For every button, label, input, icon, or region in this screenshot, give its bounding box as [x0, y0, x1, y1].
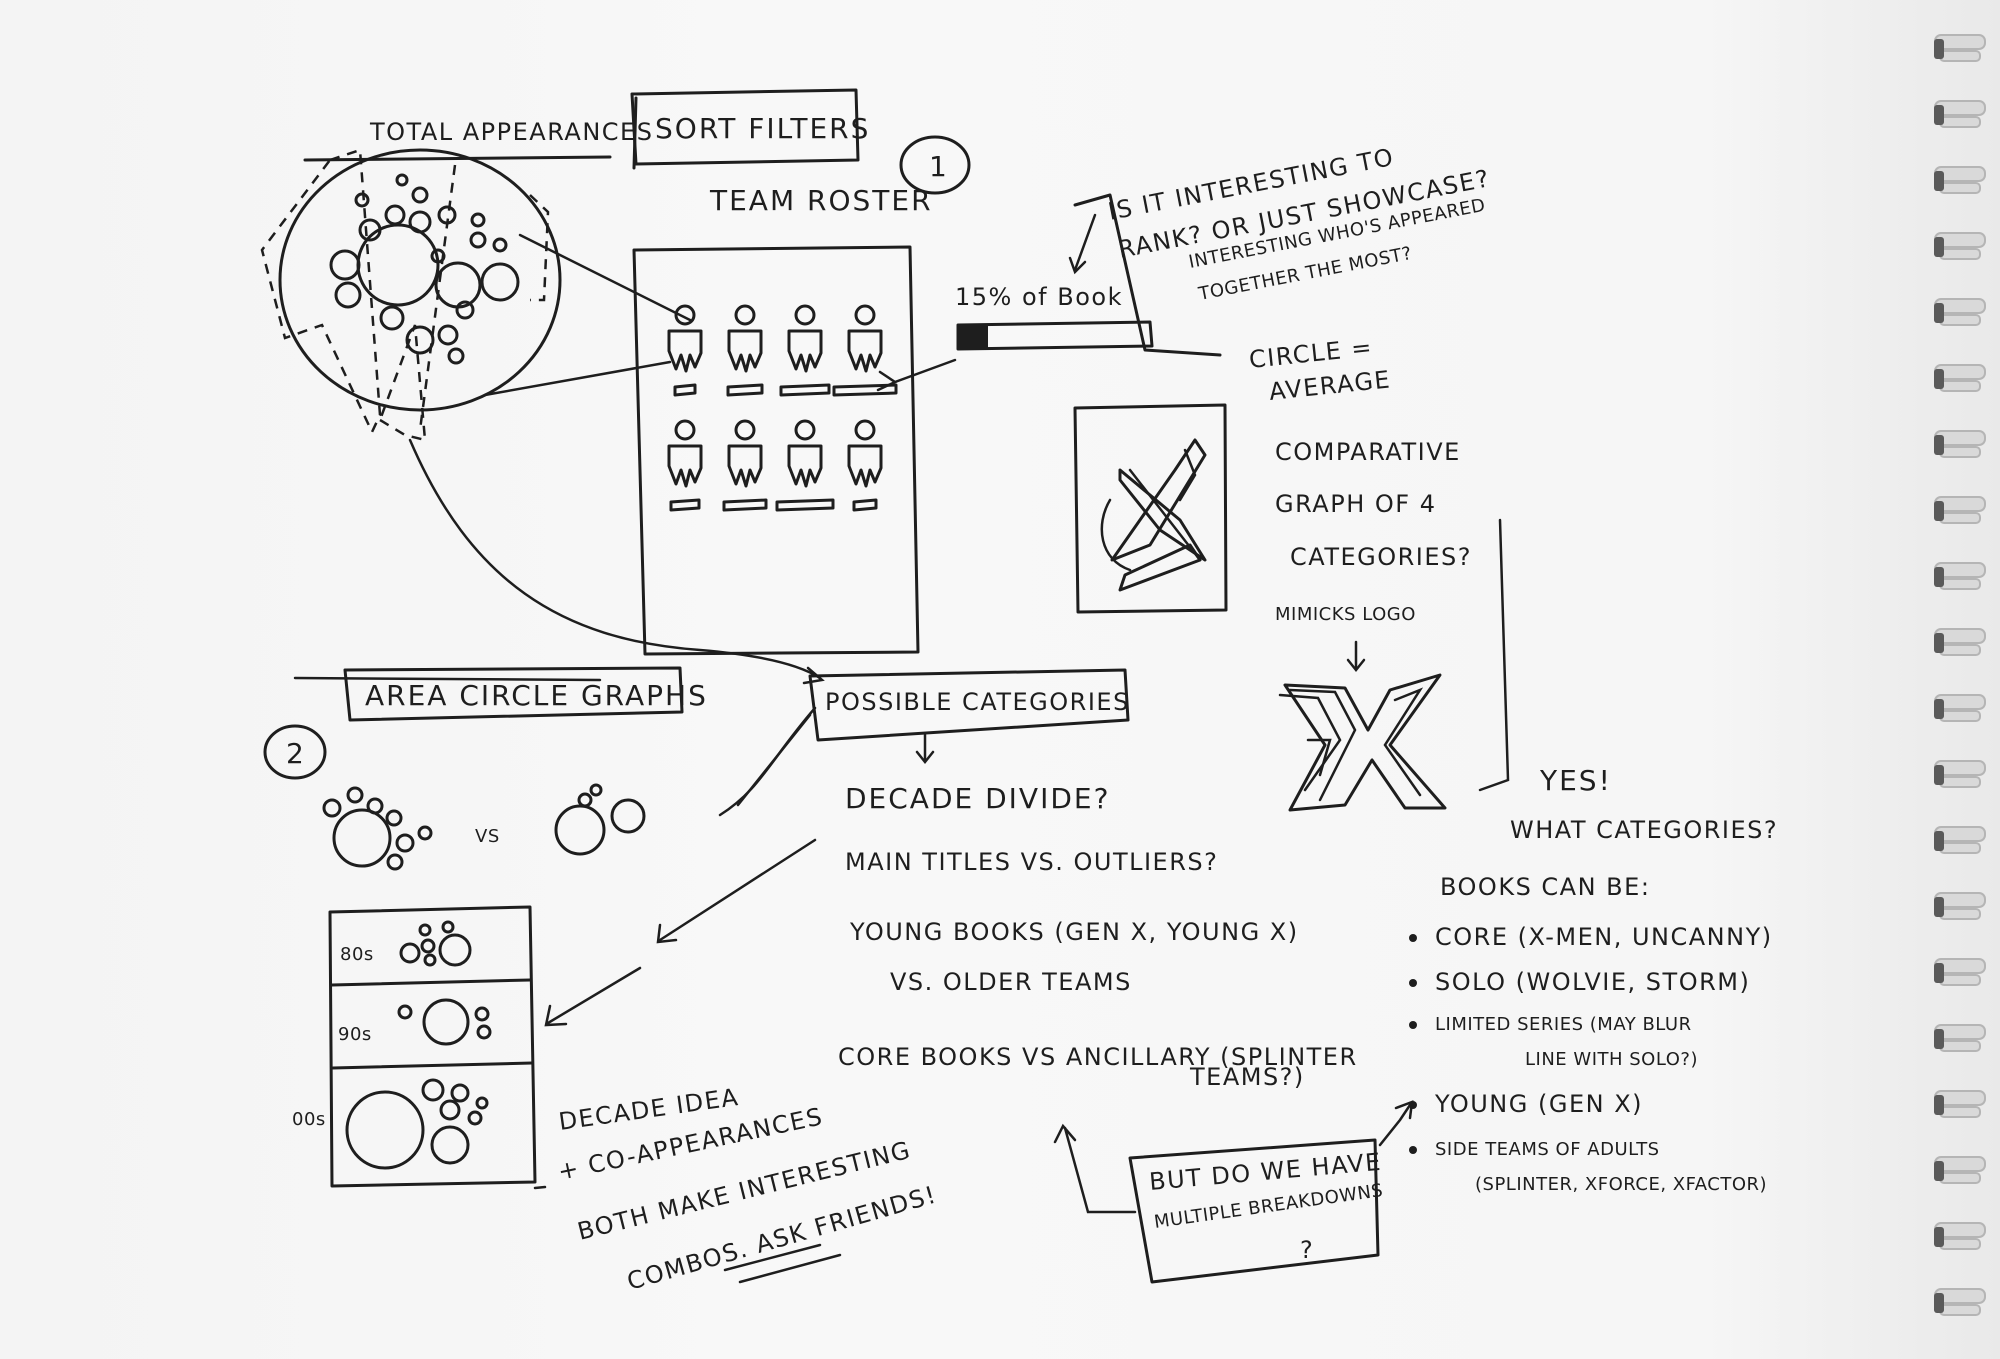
roster-character — [777, 421, 833, 510]
decade-graph: 80s 90s 00s — [292, 907, 545, 1188]
roster-character — [669, 306, 701, 395]
dashed-divider — [420, 165, 455, 430]
roster-character — [724, 421, 766, 510]
books-can-be: BOOKS CAN BE: — [1440, 873, 1650, 901]
decade-80s: 80s — [340, 944, 374, 965]
roster-appearance-bar — [671, 500, 699, 510]
main-titles: MAIN TITLES VS. OUTLIERS? — [845, 848, 1218, 876]
area-circle-graphs-label: AREA CIRCLE GRAPHS — [365, 679, 708, 712]
circle-average-1: CIRCLE = — [1248, 333, 1375, 374]
decade-divide: DECADE DIVIDE? — [845, 782, 1110, 815]
percent-callout-line — [895, 360, 955, 382]
vs-label: VS — [475, 826, 500, 847]
possible-categories: POSSIBLE CATEGORIES DECADE DIVIDE? MAIN … — [546, 670, 1358, 1091]
roster-character — [669, 421, 701, 510]
possible-categories-label: POSSIBLE CATEGORIES — [825, 688, 1130, 716]
spiral-ring — [1934, 299, 1985, 325]
decade-idea-note: DECADE IDEA + CO-APPEARANCES BOTH MAKE I… — [555, 1083, 940, 1296]
spiral-ring — [1934, 761, 1985, 787]
comparative-note: COMPARATIVE GRAPH OF 4 CATEGORIES? MIMIC… — [1275, 438, 1778, 844]
spiral-ring — [1934, 167, 1985, 193]
roster-appearance-bar — [854, 500, 876, 510]
section-1-number: 1 — [929, 150, 949, 183]
yes-label: YES! — [1539, 764, 1612, 797]
young-books: YOUNG BOOKS (GEN X, YOUNG X) — [849, 918, 1299, 946]
roster-character — [849, 421, 881, 510]
roster-appearance-bar — [781, 385, 829, 395]
categories-connector — [720, 708, 815, 815]
category-limited-1: LIMITED SERIES (MAY BLUR — [1435, 1014, 1692, 1035]
breakdowns-note: BUT DO WE HAVE MULTIPLE BREAKDOWNS ? — [1055, 1102, 1412, 1282]
roster-character — [834, 306, 896, 395]
roster-appearance-bar — [724, 500, 766, 510]
spiral-ring — [1934, 35, 1985, 61]
comparative-line-2: GRAPH OF 4 — [1275, 490, 1436, 518]
what-categories-label: WHAT CATEGORIES? — [1510, 816, 1778, 844]
spiral-ring — [1934, 365, 1985, 391]
spiral-ring — [1934, 1091, 1985, 1117]
category-young: YOUNG (GEN X) — [1434, 1090, 1643, 1118]
roster-character — [781, 306, 829, 395]
dashed-region-bottom — [380, 325, 425, 440]
category-side-teams-1: SIDE TEAMS OF ADULTS — [1435, 1139, 1660, 1160]
roster-appearance-bar — [728, 385, 762, 395]
yes-bracket — [1480, 520, 1508, 790]
circle-graph-zoom — [262, 150, 560, 440]
decade-00s: 00s — [292, 1109, 326, 1130]
older-teams: VS. OLDER TEAMS — [890, 968, 1132, 996]
spiral-ring — [1934, 1157, 1985, 1183]
spiral-ring — [1934, 827, 1985, 853]
spiral-ring — [1934, 1289, 1985, 1315]
roster-appearance-bar — [777, 500, 833, 510]
mimicks-logo-label: MIMICKS LOGO — [1275, 604, 1416, 625]
x-logo-sketch — [1102, 440, 1205, 590]
spiral-ring — [1934, 101, 1985, 127]
spiral-ring — [1934, 893, 1985, 919]
spiral-ring — [1934, 563, 1985, 589]
spiral-ring — [1934, 629, 1985, 655]
logo-card — [1075, 405, 1226, 612]
breakdowns-3: ? — [1300, 1236, 1314, 1264]
roster-character — [728, 306, 762, 395]
x-logo-mimic — [1280, 675, 1445, 810]
team-roster-title: TEAM ROSTER — [709, 184, 933, 217]
spiral-ring — [1934, 1223, 1985, 1249]
circle-average-2: AVERAGE — [1268, 365, 1393, 406]
bubble-comparison: VS — [324, 785, 644, 869]
spiral-ring — [1934, 431, 1985, 457]
decade-90s: 90s — [338, 1024, 372, 1045]
roster-appearance-bar — [675, 385, 695, 395]
spiral-binding — [1934, 35, 1985, 1315]
spiral-ring — [1934, 1025, 1985, 1051]
total-appearances-label: TOTAL APPEARANCES — [369, 118, 653, 146]
area-circle-graphs-header: AREA CIRCLE GRAPHS 2 — [265, 668, 708, 778]
category-core: CORE (X-MEN, UNCANNY) — [1435, 923, 1773, 951]
teams-question: TEAMS?) — [1189, 1063, 1305, 1091]
spiral-ring — [1934, 695, 1985, 721]
category-side-teams-2: (SPLINTER, XFORCE, XFACTOR) — [1475, 1174, 1767, 1195]
zoom-bubbles — [331, 175, 518, 363]
logo-card-frame — [1075, 405, 1226, 612]
spiral-ring — [1934, 233, 1985, 259]
header-underline — [305, 157, 610, 160]
arrow-to-decade-graph-2 — [548, 968, 640, 1023]
books-categories-list: BOOKS CAN BE: CORE (X-MEN, UNCANNY) SOLO… — [1409, 873, 1773, 1195]
percent-bar-fill — [959, 326, 988, 348]
spiral-ring — [1934, 959, 1985, 985]
questions-note: IS IT INTERESTING TO RANK? OR JUST SHOWC… — [1070, 143, 1492, 406]
arrow-to-decade-graph-1 — [660, 840, 815, 940]
comparative-line-1: COMPARATIVE — [1275, 438, 1461, 466]
category-limited-2: LINE WITH SOLO?) — [1525, 1049, 1698, 1070]
section-2-number: 2 — [286, 737, 306, 770]
question-bracket — [1075, 195, 1220, 355]
spiral-ring — [1934, 497, 1985, 523]
category-solo: SOLO (WOLVIE, STORM) — [1435, 968, 1750, 996]
comparative-line-3: CATEGORIES? — [1290, 543, 1472, 571]
percent-of-book-label: 15% of Book — [955, 283, 1123, 311]
roster-frame — [634, 247, 918, 654]
sort-filters-label: SORT FILTERS — [655, 112, 870, 145]
roster-figures — [669, 306, 896, 510]
